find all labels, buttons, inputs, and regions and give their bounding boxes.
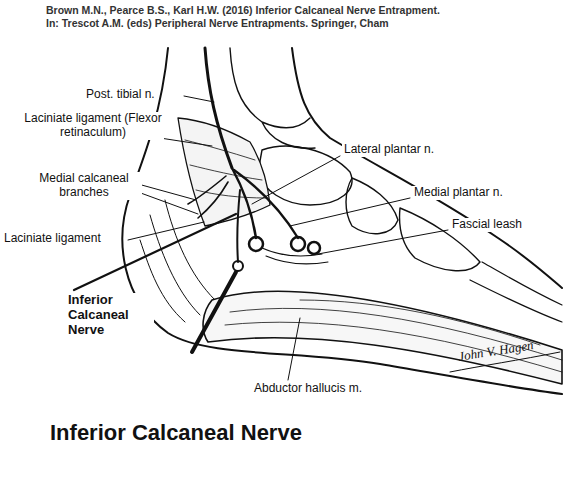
- tibia-malleolus: [230, 48, 315, 148]
- tunnel-opening: [308, 242, 320, 254]
- part-label: Fascial leash: [450, 218, 524, 232]
- part-label: Medial calcaneal branches: [26, 172, 142, 200]
- part-label: Laciniate ligament: [2, 232, 103, 246]
- leader-line: [128, 222, 204, 240]
- inferior-calcaneal-nerve: [237, 190, 240, 262]
- metatarsal-bone: [470, 262, 562, 322]
- heel-outline: [122, 48, 562, 394]
- tunnel-opening: [291, 237, 305, 251]
- leader-line: [288, 318, 300, 380]
- leader-line: [252, 156, 340, 204]
- part-label: Medial plantar n.: [412, 186, 505, 200]
- part-label: Laciniate ligament (Flexor retinaculum): [22, 112, 164, 140]
- tunnel-opening: [249, 237, 263, 251]
- dorsum-outline: [292, 48, 562, 288]
- fascial-leash: [262, 248, 328, 264]
- medial-plantar-nerve: [234, 170, 298, 238]
- abductor-hallucis: [203, 291, 562, 384]
- citation-caption: Brown M.N., Pearce B.S., Karl H.W. (2016…: [44, 4, 448, 29]
- navicular-bone: [346, 178, 398, 234]
- part-label: Inferior Calcaneal Nerve: [66, 293, 154, 338]
- flexor-retinaculum: [178, 118, 270, 226]
- part-label: Post. tibial n.: [84, 88, 157, 102]
- part-label: Abductor hallucis m.: [252, 382, 364, 396]
- leader-line: [138, 184, 196, 200]
- leader-line: [138, 192, 198, 214]
- posterior-tibial-nerve: [205, 48, 232, 168]
- tunnel-opening: [233, 261, 243, 271]
- leader-line: [290, 198, 410, 226]
- part-label: Lateral plantar n.: [342, 143, 436, 157]
- leader-line: [160, 138, 212, 146]
- muscle-striation: [225, 300, 562, 372]
- surgical-probe: [192, 272, 236, 352]
- leader-line: [184, 96, 214, 102]
- medial-calcaneal-branch: [188, 176, 228, 218]
- leader-line: [318, 230, 448, 254]
- diagram-title: Inferior Calcaneal Nerve: [48, 420, 304, 445]
- leader-line: [74, 214, 236, 290]
